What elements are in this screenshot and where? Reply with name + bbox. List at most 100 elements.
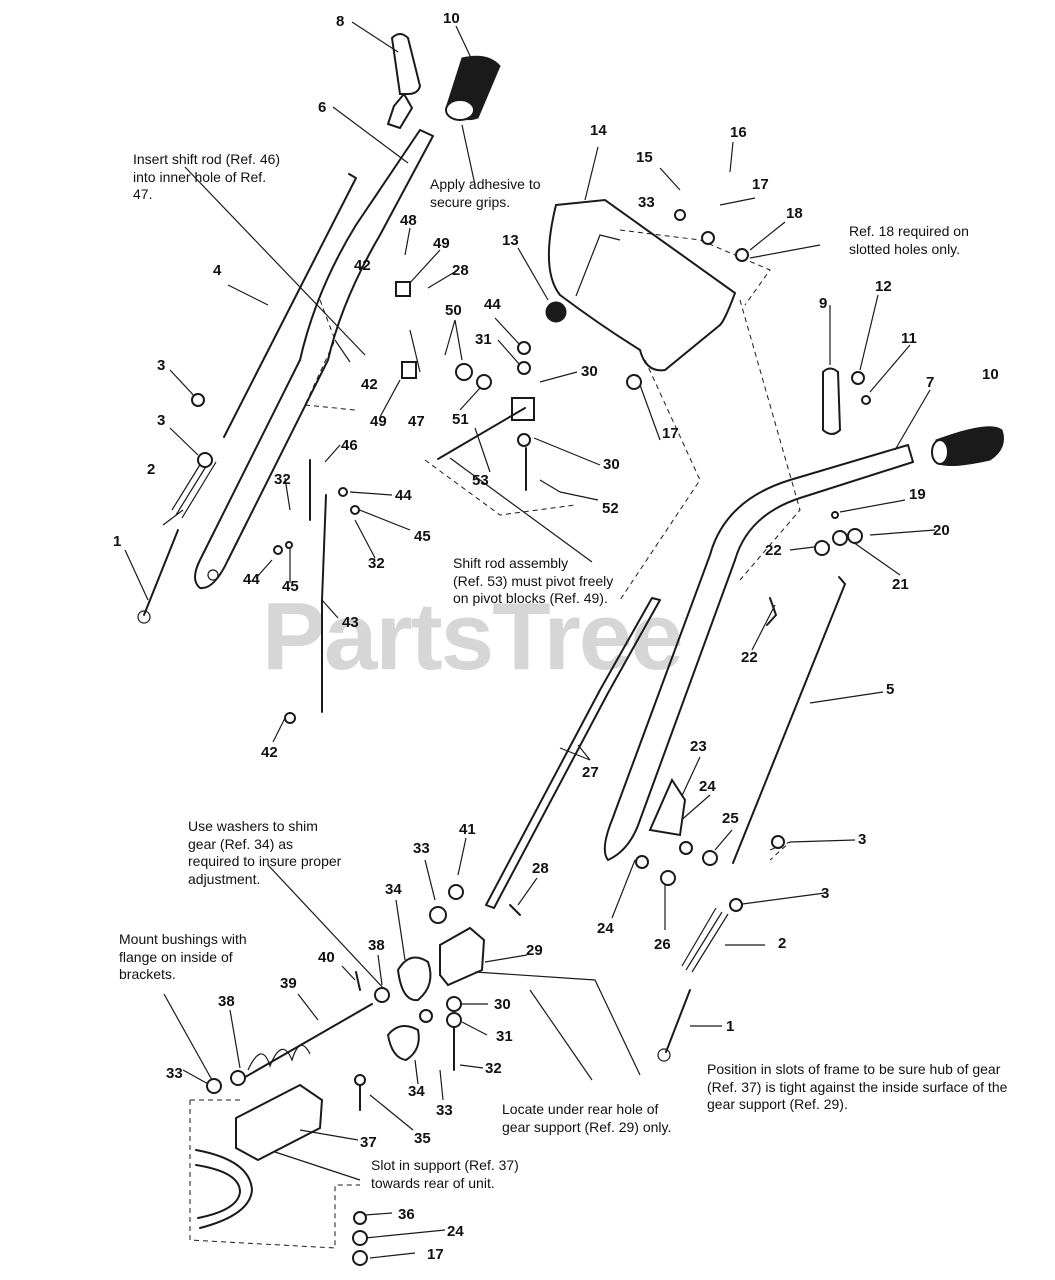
callout-27[interactable]: 27: [582, 764, 599, 781]
callout-39[interactable]: 39: [280, 975, 297, 992]
callout-7[interactable]: 7: [926, 374, 935, 391]
callout-33[interactable]: 33: [638, 194, 655, 211]
callout-24[interactable]: 24: [597, 920, 614, 937]
note-line: Use washers to shim: [188, 818, 318, 834]
callout-33[interactable]: 33: [413, 840, 430, 857]
callout-22[interactable]: 22: [741, 649, 758, 666]
callout-42[interactable]: 42: [261, 744, 278, 761]
callout-17[interactable]: 17: [427, 1246, 444, 1263]
callout-10[interactable]: 10: [982, 366, 999, 383]
eyebolt-1-left-drawing: [143, 529, 179, 616]
callout-14[interactable]: 14: [590, 122, 607, 139]
callout-16[interactable]: 16: [730, 124, 747, 141]
callout-3[interactable]: 3: [821, 885, 830, 902]
callout-53[interactable]: 53: [472, 472, 489, 489]
callout-3[interactable]: 3: [157, 412, 166, 429]
callout-28[interactable]: 28: [452, 262, 469, 279]
callout-32[interactable]: 32: [368, 555, 385, 572]
callout-6[interactable]: 6: [318, 99, 327, 116]
grip-10-left-drawing: [445, 55, 501, 121]
callout-52[interactable]: 52: [602, 500, 619, 517]
callout-37[interactable]: 37: [360, 1134, 377, 1151]
callout-47[interactable]: 47: [408, 413, 425, 430]
note-line: Insert shift rod (Ref. 46): [133, 151, 281, 167]
callout-22[interactable]: 22: [765, 542, 782, 559]
callout-49[interactable]: 49: [433, 235, 450, 252]
callout-17[interactable]: 17: [752, 176, 769, 193]
callout-44[interactable]: 44: [243, 571, 260, 588]
callout-38[interactable]: 38: [218, 993, 235, 1010]
callout-5[interactable]: 5: [886, 681, 895, 698]
callout-42[interactable]: 42: [354, 257, 371, 274]
callout-20[interactable]: 20: [933, 522, 950, 539]
note-line: on pivot blocks (Ref. 49).: [453, 590, 608, 606]
callout-24[interactable]: 24: [447, 1223, 464, 1240]
callout-12[interactable]: 12: [875, 278, 892, 295]
callout-36[interactable]: 36: [398, 1206, 415, 1223]
callout-30[interactable]: 30: [581, 363, 598, 380]
callout-48[interactable]: 48: [400, 212, 417, 229]
note-line: towards rear of unit.: [371, 1174, 495, 1191]
callout-46[interactable]: 46: [341, 437, 358, 454]
callout-32[interactable]: 32: [485, 1060, 502, 1077]
callout-25[interactable]: 25: [722, 810, 739, 827]
callout-34[interactable]: 34: [408, 1083, 425, 1100]
note-line: (Ref. 53) must pivot freely: [453, 572, 614, 589]
note-line: into inner hole of Ref.: [133, 168, 267, 185]
callout-24[interactable]: 24: [699, 778, 716, 795]
callout-31[interactable]: 31: [475, 331, 492, 348]
note-line: brackets.: [119, 966, 176, 982]
callout-3[interactable]: 3: [157, 357, 166, 374]
callout-1[interactable]: 1: [113, 533, 122, 550]
callout-43[interactable]: 43: [342, 614, 359, 631]
callout-18[interactable]: 18: [786, 205, 803, 222]
rod-5-drawing: [732, 576, 846, 864]
callout-21[interactable]: 21: [892, 576, 909, 593]
callout-45[interactable]: 45: [414, 528, 431, 545]
callout-44[interactable]: 44: [395, 487, 412, 504]
callout-2[interactable]: 2: [778, 935, 787, 952]
callout-10[interactable]: 10: [443, 10, 460, 27]
callout-15[interactable]: 15: [636, 149, 653, 166]
callout-3[interactable]: 3: [858, 831, 867, 848]
callout-23[interactable]: 23: [690, 738, 707, 755]
note-line: Apply adhesive to: [430, 176, 541, 192]
callout-44[interactable]: 44: [484, 296, 501, 313]
callout-30[interactable]: 30: [603, 456, 620, 473]
callout-45[interactable]: 45: [282, 578, 299, 595]
callout-33[interactable]: 33: [166, 1065, 183, 1082]
callout-50[interactable]: 50: [445, 302, 462, 319]
callout-41[interactable]: 41: [459, 821, 476, 838]
callout-4[interactable]: 4: [213, 262, 222, 279]
callout-8[interactable]: 8: [336, 13, 345, 30]
callout-2[interactable]: 2: [147, 461, 156, 478]
callout-35[interactable]: 35: [414, 1130, 431, 1147]
right-handle-drawing: [603, 444, 914, 861]
callout-17[interactable]: 17: [662, 425, 679, 442]
note-slot-support: Slot in support (Ref. 37) towards rear o…: [371, 1157, 519, 1192]
callout-49[interactable]: 49: [370, 413, 387, 430]
callout-40[interactable]: 40: [318, 949, 335, 966]
callout-19[interactable]: 19: [909, 486, 926, 503]
callout-34[interactable]: 34: [385, 881, 402, 898]
note-line: Locate under rear hole of: [502, 1101, 659, 1117]
callout-30[interactable]: 30: [494, 996, 511, 1013]
callout-9[interactable]: 9: [819, 295, 828, 312]
callout-31[interactable]: 31: [496, 1028, 513, 1045]
note-line: gear (Ref. 34) as: [188, 835, 294, 852]
callout-33[interactable]: 33: [436, 1102, 453, 1119]
callout-38[interactable]: 38: [368, 937, 385, 954]
frame-drawing: [195, 1149, 253, 1229]
callout-11[interactable]: 11: [901, 330, 917, 347]
callout-1[interactable]: 1: [726, 1018, 735, 1035]
callout-32[interactable]: 32: [274, 471, 291, 488]
note-line: Mount bushings with: [119, 931, 247, 947]
callout-28[interactable]: 28: [532, 860, 549, 877]
callout-13[interactable]: 13: [502, 232, 519, 249]
note-line: Shift rod assembly: [453, 555, 569, 571]
callout-42[interactable]: 42: [361, 376, 378, 393]
callout-26[interactable]: 26: [654, 936, 671, 953]
callout-51[interactable]: 51: [452, 411, 469, 428]
callout-29[interactable]: 29: [526, 942, 543, 959]
